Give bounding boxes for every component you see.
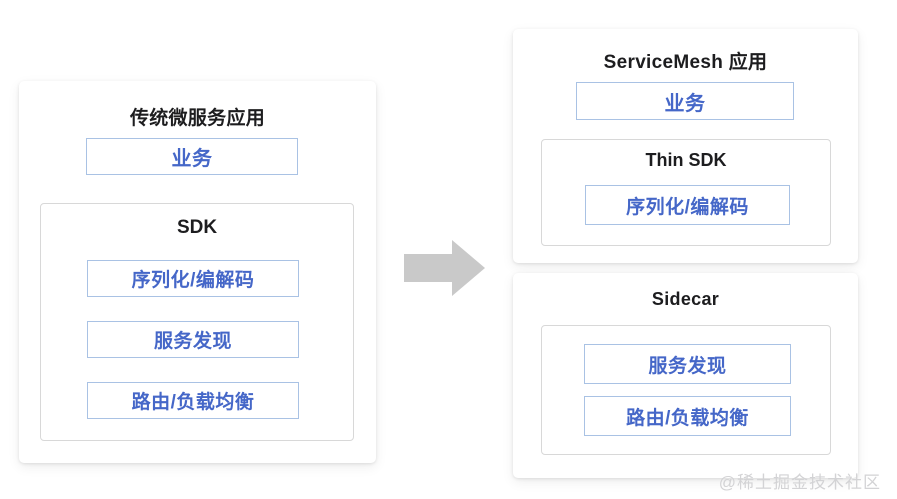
- legacy-card-title: 传统微服务应用: [129, 108, 266, 129]
- legacy-sdk-item-list: 序列化/编解码 服务发现 路由/负载均衡: [87, 260, 299, 419]
- sidecar-item-service-discovery: 服务发现: [584, 344, 791, 384]
- watermark: @稀土掘金技术社区: [718, 473, 881, 492]
- servicemesh-business-box: 业务: [576, 82, 794, 120]
- sidecar-inner-panel: 服务发现 路由/负载均衡: [541, 325, 831, 455]
- sidecar-item-routing-load-balancing: 路由/负载均衡: [584, 396, 791, 436]
- legacy-business-box: 业务: [86, 138, 298, 175]
- thin-sdk-panel: Thin SDK 序列化/编解码: [541, 139, 831, 246]
- legacy-sdk-item-routing-load-balancing: 路由/负载均衡: [87, 382, 299, 419]
- arrow-right-icon: [404, 238, 486, 298]
- legacy-microservice-card: 传统微服务应用 业务 SDK 序列化/编解码 服务发现 路由/负载均衡: [19, 81, 376, 463]
- sidecar-item-list: 服务发现 路由/负载均衡: [584, 344, 791, 436]
- servicemesh-card-title: ServiceMesh 应用: [603, 52, 768, 73]
- legacy-sdk-item-serialization: 序列化/编解码: [87, 260, 299, 297]
- thin-sdk-item-serialization: 序列化/编解码: [585, 185, 790, 225]
- legacy-sdk-panel: SDK 序列化/编解码 服务发现 路由/负载均衡: [40, 203, 354, 441]
- legacy-sdk-label: SDK: [176, 217, 218, 238]
- servicemesh-app-card: ServiceMesh 应用 业务 Thin SDK 序列化/编解码: [513, 29, 858, 263]
- legacy-sdk-item-service-discovery: 服务发现: [87, 321, 299, 358]
- thin-sdk-label: Thin SDK: [645, 150, 727, 170]
- sidecar-card: Sidecar 服务发现 路由/负载均衡: [513, 273, 858, 478]
- sidecar-card-title: Sidecar: [651, 289, 720, 309]
